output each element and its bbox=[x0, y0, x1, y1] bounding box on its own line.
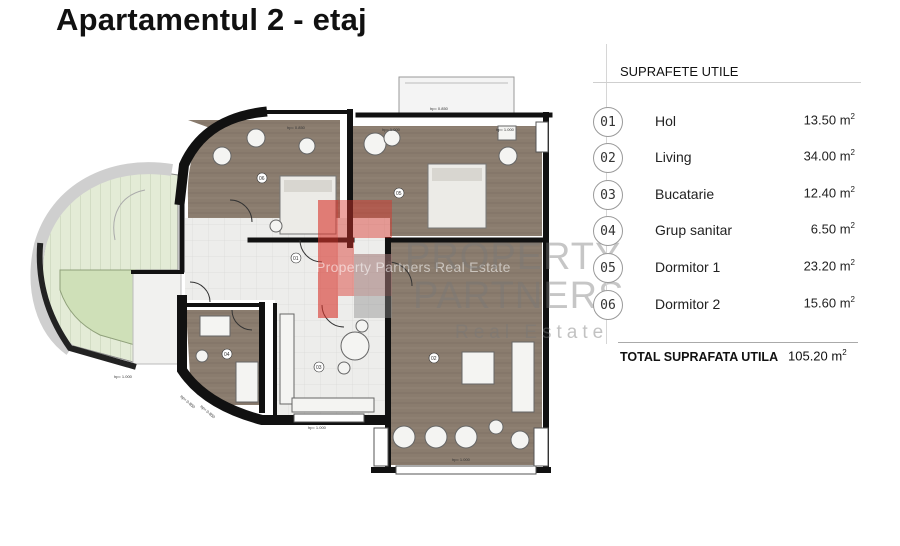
side-table bbox=[269, 219, 283, 233]
armchair bbox=[212, 146, 232, 166]
sink bbox=[199, 315, 231, 337]
legend-row: 03 Bucatarie 12.40 m2 bbox=[593, 180, 861, 216]
sofa bbox=[511, 341, 535, 413]
legend-row: 04 Grup sanitar 6.50 m2 bbox=[593, 216, 861, 252]
balcony-top bbox=[398, 76, 515, 114]
room-number-badge: 02 bbox=[593, 143, 623, 173]
room-number-badge: 03 bbox=[593, 180, 623, 210]
shower bbox=[235, 361, 259, 403]
room-area: 34.00 m2 bbox=[803, 148, 855, 164]
bed-dormitor-1 bbox=[427, 163, 487, 229]
svg-text:04: 04 bbox=[224, 352, 230, 358]
legend-row: 06 Dormitor 2 15.60 m2 bbox=[593, 290, 861, 326]
watermark-partners: PARTNERS bbox=[413, 275, 625, 317]
kitchen-counter bbox=[279, 313, 295, 405]
dimension-label: hp= 0.850 bbox=[199, 404, 217, 420]
windows bbox=[293, 121, 549, 475]
room-tag: 05 bbox=[393, 187, 405, 199]
legend-heading: SUPRAFETE UTILE bbox=[620, 64, 739, 79]
armchair bbox=[454, 425, 478, 449]
side-table bbox=[488, 419, 504, 435]
page-title: Apartamentul 2 - etaj bbox=[56, 2, 367, 37]
dimension-label: hp= 0.850 bbox=[179, 394, 197, 410]
total-label: TOTAL SUPRAFATA UTILA bbox=[620, 350, 779, 364]
legend-row: 02 Living 34.00 m2 bbox=[593, 143, 861, 179]
room-area: 23.20 m2 bbox=[803, 258, 855, 274]
room-area: 15.60 m2 bbox=[803, 295, 855, 311]
watermark-real-estate: Real Estate bbox=[455, 322, 609, 343]
svg-text:01: 01 bbox=[293, 256, 299, 262]
room-number-badge: 04 bbox=[593, 216, 623, 246]
dimension-label: hp= 1.000 bbox=[496, 127, 515, 132]
dimension-label: hp= 1.000 bbox=[114, 374, 133, 379]
armchair bbox=[424, 425, 448, 449]
legend-row: 05 Dormitor 1 23.20 m2 bbox=[593, 253, 861, 289]
room-tag: 01 bbox=[290, 252, 302, 264]
dimension-label: hp= 1.000 bbox=[452, 457, 471, 462]
svg-text:06: 06 bbox=[259, 176, 265, 182]
watermark-property: PROPERTY bbox=[405, 236, 622, 278]
chair bbox=[337, 361, 351, 375]
room-name: Living bbox=[655, 149, 692, 165]
svg-text:05: 05 bbox=[396, 191, 402, 197]
total-rule bbox=[618, 342, 858, 343]
legend-row: 01 Hol 13.50 m2 bbox=[593, 107, 861, 143]
toilet bbox=[195, 349, 209, 363]
dimension-label: hp= 1.000 bbox=[382, 127, 401, 132]
watermark-text: Property Partners Real Estate bbox=[316, 259, 511, 275]
plant bbox=[510, 430, 530, 450]
room-tag: 02 bbox=[428, 352, 440, 364]
room-number-badge: 01 bbox=[593, 107, 623, 137]
room-name: Dormitor 1 bbox=[655, 259, 721, 275]
armchair bbox=[246, 128, 266, 148]
dimension-label: hp= 0.850 bbox=[430, 106, 449, 111]
armchair bbox=[461, 351, 495, 385]
room-name: Bucatarie bbox=[655, 186, 715, 202]
total-area: 105.20 m2 bbox=[788, 348, 847, 364]
room-number-badge: 06 bbox=[593, 290, 623, 320]
legend-rule bbox=[593, 82, 861, 83]
room-number-badge: 05 bbox=[593, 253, 623, 283]
chair bbox=[383, 129, 401, 147]
chair bbox=[355, 319, 369, 333]
room-tag: 03 bbox=[313, 361, 325, 373]
desk bbox=[497, 125, 517, 141]
chair bbox=[498, 146, 518, 166]
room-tag: 06 bbox=[256, 172, 268, 184]
walls bbox=[36, 106, 553, 473]
room-name: Dormitor 2 bbox=[655, 296, 721, 312]
watermark-logo bbox=[318, 200, 392, 318]
room-area: 12.40 m2 bbox=[803, 185, 855, 201]
dining-table bbox=[340, 331, 370, 361]
room-name: Hol bbox=[655, 113, 677, 129]
room-tag: 04 bbox=[221, 348, 233, 360]
svg-text:03: 03 bbox=[316, 365, 322, 371]
svg-text:02: 02 bbox=[431, 356, 437, 362]
plant bbox=[392, 425, 416, 449]
dimension-label: hp= 0.850 bbox=[287, 125, 306, 130]
kitchen-counter bbox=[291, 397, 375, 413]
chair bbox=[298, 137, 316, 155]
armchair bbox=[363, 132, 387, 156]
room-name: Grup sanitar bbox=[655, 222, 733, 238]
room-area: 13.50 m2 bbox=[803, 112, 855, 128]
room-area: 6.50 m2 bbox=[810, 221, 855, 237]
dimension-label: hp= 1.000 bbox=[308, 425, 327, 430]
